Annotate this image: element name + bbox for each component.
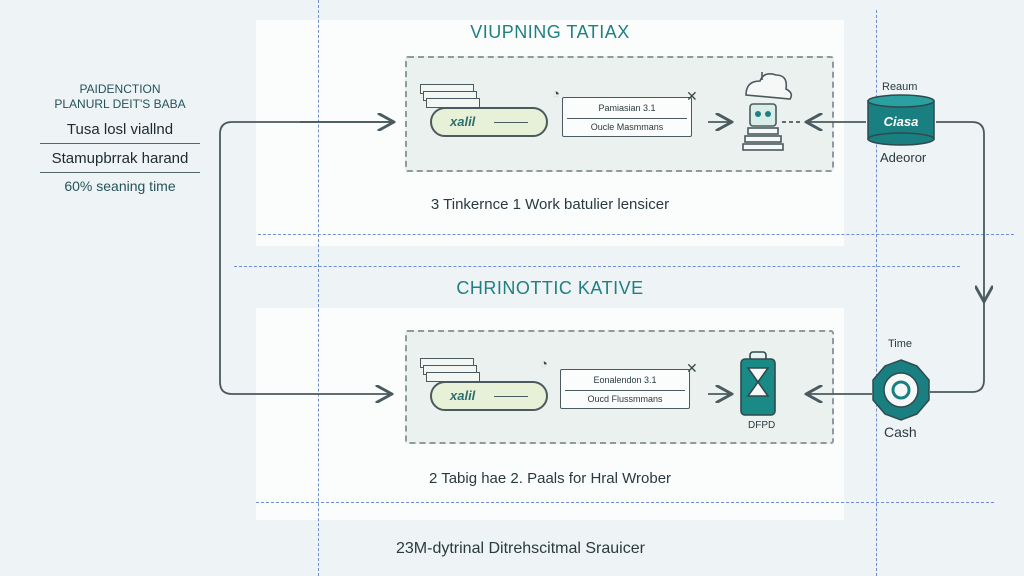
top-pill-label: xalil [450, 114, 476, 129]
top-pin-icon-2: ◔ [552, 86, 560, 101]
guide-line-right [876, 10, 877, 576]
bottom-icon-label: DFPD [748, 420, 776, 431]
bottom-section-title: CHRINOTTIC KATIVE [456, 278, 644, 298]
top-input-pill: xalil [430, 107, 548, 137]
top-document-stack-icon [420, 84, 480, 114]
left-item-3: 60% seaning time [64, 178, 176, 194]
left-heading-line1: PAIDENCTION [79, 82, 161, 96]
bottom-pin-icon: ✕ [686, 360, 698, 376]
guide-line-upper [258, 234, 1014, 235]
database-badge-text: Ciasa [883, 114, 919, 129]
bottom-pin-icon-2: ◔ [540, 356, 548, 371]
right-loop-connector [936, 121, 984, 300]
top-section-caption: 3 Tinkernce 1 Work batulier lensicer [430, 196, 670, 213]
top-pin-icon: ✕ [686, 88, 698, 104]
top-card-line1: Pamiasian 3.1 [598, 103, 656, 113]
top-card-line2: Oucle Masmmans [590, 122, 664, 132]
cache-top-label: Time [888, 338, 913, 350]
database-bottom-label: Adeoror [880, 150, 927, 165]
top-config-card: Pamiasian 3.1 Oucle Masmmans [562, 97, 692, 137]
left-divider-2 [40, 172, 200, 173]
left-item-1: Tusa losl viallnd [66, 121, 174, 138]
bottom-config-card: Eonalendon 3.1 Oucd Flussmmans [560, 369, 690, 409]
footer-caption: 23M-dytrinal Ditrehscitmal Srauicer [396, 540, 645, 557]
bottom-card-line1: Eonalendon 3.1 [593, 375, 657, 385]
top-section-title: VIUPNING TATIAX [470, 22, 630, 42]
bottom-pill-label: xalil [450, 388, 476, 403]
bottom-section-caption: 2 Tabig hae 2. Paals for Hral Wrober [428, 470, 672, 487]
database-top-label: Reaum [882, 81, 918, 93]
bottom-card-line2: Oucd Flussmmans [587, 394, 663, 404]
bottom-input-pill: xalil [430, 381, 548, 411]
left-divider-1 [40, 143, 200, 144]
cache-bottom-label: Cash [884, 424, 917, 440]
guide-line-middle [234, 266, 960, 267]
left-heading-line2: PLANURL DEIT'S BABA [54, 97, 186, 111]
guide-line-lower [256, 502, 994, 503]
left-item-2: Stamupbrrak harand [51, 150, 189, 167]
